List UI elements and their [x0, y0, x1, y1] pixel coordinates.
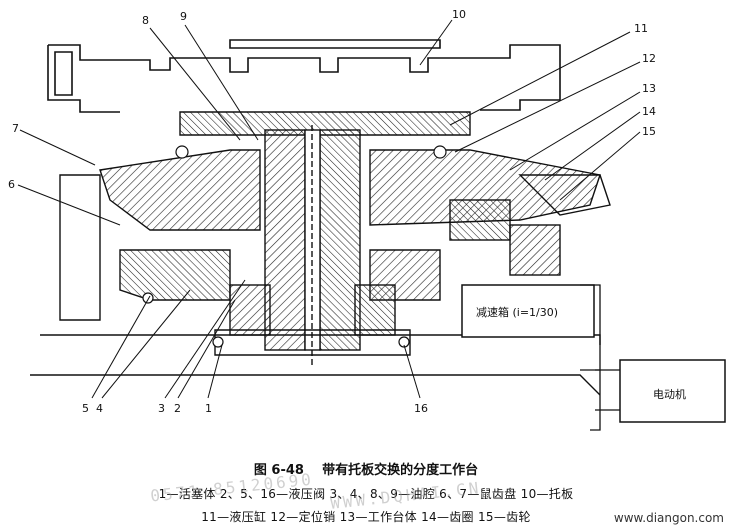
figure-number: 图 6-48 [253, 463, 304, 478]
bolts [142, 145, 447, 348]
callout-15: 15 [642, 125, 656, 138]
reduction-gearbox: 减速箱 (i=1/30) [461, 284, 601, 371]
pallet-outline [47, 39, 561, 113]
legend-line-1: 1—活塞体 2、5、16—液压阀 3、4、8、9—油腔 6、7—鼠齿盘 10—托… [158, 487, 574, 501]
callout-2: 2 [174, 402, 181, 415]
callout-12: 12 [642, 52, 656, 65]
callout-8: 8 [142, 14, 149, 27]
callout-7: 7 [12, 122, 19, 135]
callout-10: 10 [452, 8, 466, 21]
callout-3: 3 [158, 402, 165, 415]
electric-motor: 电动机 [590, 359, 726, 431]
figure-caption: 图 6-48 带有托板交换的分度工作台 [0, 459, 732, 478]
reducer-label: 减速箱 (i=1/30) [476, 305, 558, 319]
callout-16: 16 [414, 402, 428, 415]
callout-1: 1 [205, 402, 212, 415]
leader-lines [17, 19, 641, 399]
worktable-body [99, 111, 601, 231]
figure-title: 带有托板交换的分度工作台 [322, 463, 479, 478]
site-url: www.diangon.com [613, 511, 724, 525]
callout-9: 9 [180, 10, 187, 23]
motor-label: 电动机 [653, 387, 686, 401]
callout-11: 11 [634, 22, 648, 35]
callout-6: 6 [8, 178, 15, 191]
gear-assembly [449, 174, 611, 276]
callout-14: 14 [642, 105, 656, 118]
callout-4: 4 [96, 402, 103, 415]
callout-13: 13 [642, 82, 656, 95]
callout-5: 5 [82, 402, 89, 415]
central-shaft [264, 125, 361, 365]
callout-numbers: 8 9 10 11 12 13 14 15 7 6 5 4 3 2 1 16 [8, 8, 656, 415]
legend-line-2: 11—液压缸 12—定位销 13—工作台体 14—齿圈 15—齿轮 [201, 510, 531, 524]
